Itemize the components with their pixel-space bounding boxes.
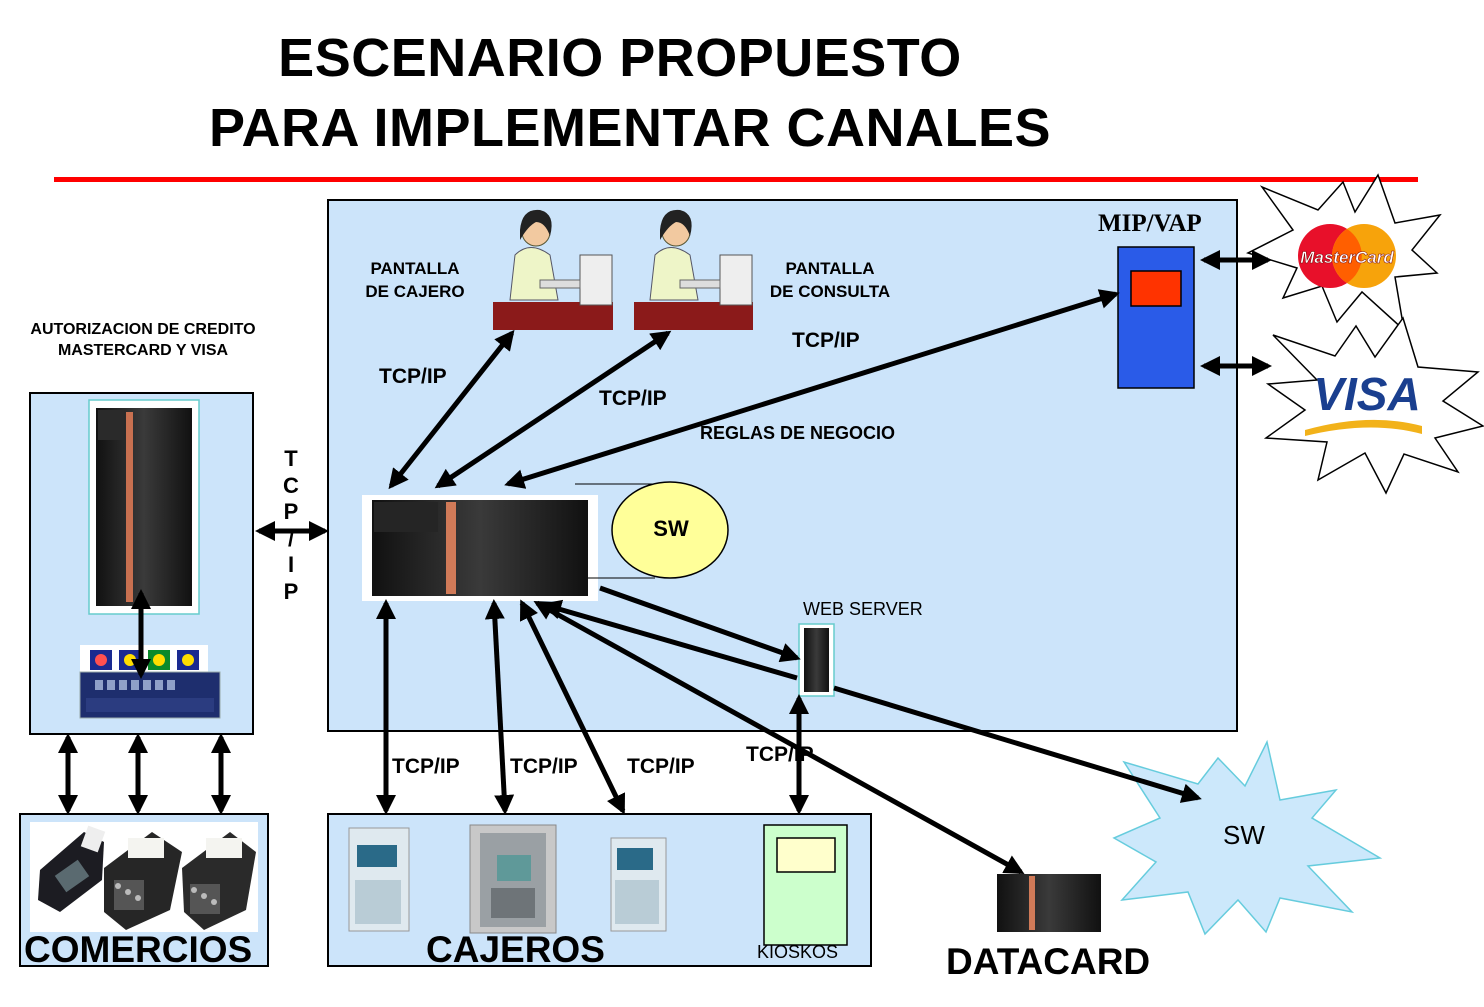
- datacard-server-icon: [997, 874, 1101, 932]
- atm-machine-icon: [348, 827, 410, 932]
- mastercard-logo: [1246, 173, 1442, 333]
- mainframe-server-icon: [88, 399, 200, 615]
- mip-vap-indicator: [1130, 270, 1182, 307]
- pantalla-cajero-label-line1: PANTALLA: [370, 259, 460, 278]
- page-title-line1: ESCENARIO PROPUESTO: [278, 28, 962, 88]
- mip-vap-label: MIP/VAP: [1098, 210, 1202, 237]
- network-switch-icon: [79, 645, 221, 719]
- pantalla-cajero-label-line2: DE CAJERO: [365, 282, 465, 301]
- connection-arrows: [58, 250, 1272, 875]
- tcpip-vertical-char: I: [287, 552, 295, 577]
- cashier-operator-icon: [493, 209, 613, 330]
- sw-star-label: SW: [1223, 820, 1265, 850]
- mastercard-wordmark: MasterCard: [1300, 248, 1394, 267]
- tcpip-label-atm2: TCP/IP: [510, 755, 578, 778]
- sw-center-label: SW: [653, 516, 689, 541]
- cajeros-label: CAJEROS: [426, 929, 605, 970]
- web-server-label: WEB SERVER: [803, 599, 923, 619]
- tcpip-label-consulta: TCP/IP: [599, 387, 667, 410]
- atm-kiosk-icon: [610, 837, 667, 932]
- pantalla-consulta-label-line1: PANTALLA: [785, 259, 875, 278]
- page-title-line2: PARA IMPLEMENTAR CANALES: [209, 98, 1051, 158]
- tcpip-vertical-char: P: [283, 499, 299, 524]
- tcpip-vertical-char: T: [284, 446, 298, 471]
- web-server-icon: [798, 623, 835, 697]
- tcpip-label-kiosk: TCP/IP: [746, 743, 814, 766]
- mip-vap-box: [1117, 246, 1195, 389]
- autorizacion-label-line2: MASTERCARD Y VISA: [57, 342, 229, 359]
- tcpip-label-mip: TCP/IP: [792, 329, 860, 352]
- pos-terminals-icon: [30, 822, 258, 932]
- autorizacion-label-line1: AUTORIZACION DE CREDITO: [30, 321, 256, 338]
- tcpip-label-atm1: TCP/IP: [392, 755, 460, 778]
- datacard-label: DATACARD: [946, 941, 1151, 982]
- visa-wordmark: VISA: [1313, 368, 1420, 420]
- central-server-icon: [362, 483, 655, 601]
- reglas-negocio-label: REGLAS DE NEGOCIO: [700, 423, 896, 443]
- title-divider: [54, 177, 1418, 182]
- tcpip-vertical-char: C: [283, 472, 299, 498]
- comercios-label: COMERCIOS: [24, 929, 253, 970]
- kiosk-screen: [776, 837, 836, 873]
- tcpip-vertical-label: T C P / I P: [276, 446, 306, 605]
- tcpip-label-atm3: TCP/IP: [627, 755, 695, 778]
- tcpip-vertical-char: /: [287, 525, 295, 551]
- kioskos-label: KIOSKOS: [757, 942, 839, 962]
- tcpip-label-cajero: TCP/IP: [379, 365, 447, 388]
- consultant-operator-icon: [634, 209, 753, 330]
- visa-logo: [1263, 316, 1484, 495]
- atm-wall-icon: [469, 824, 557, 934]
- pantalla-consulta-label-line2: DE CONSULTA: [769, 282, 891, 301]
- tcpip-vertical-char: P: [283, 578, 299, 604]
